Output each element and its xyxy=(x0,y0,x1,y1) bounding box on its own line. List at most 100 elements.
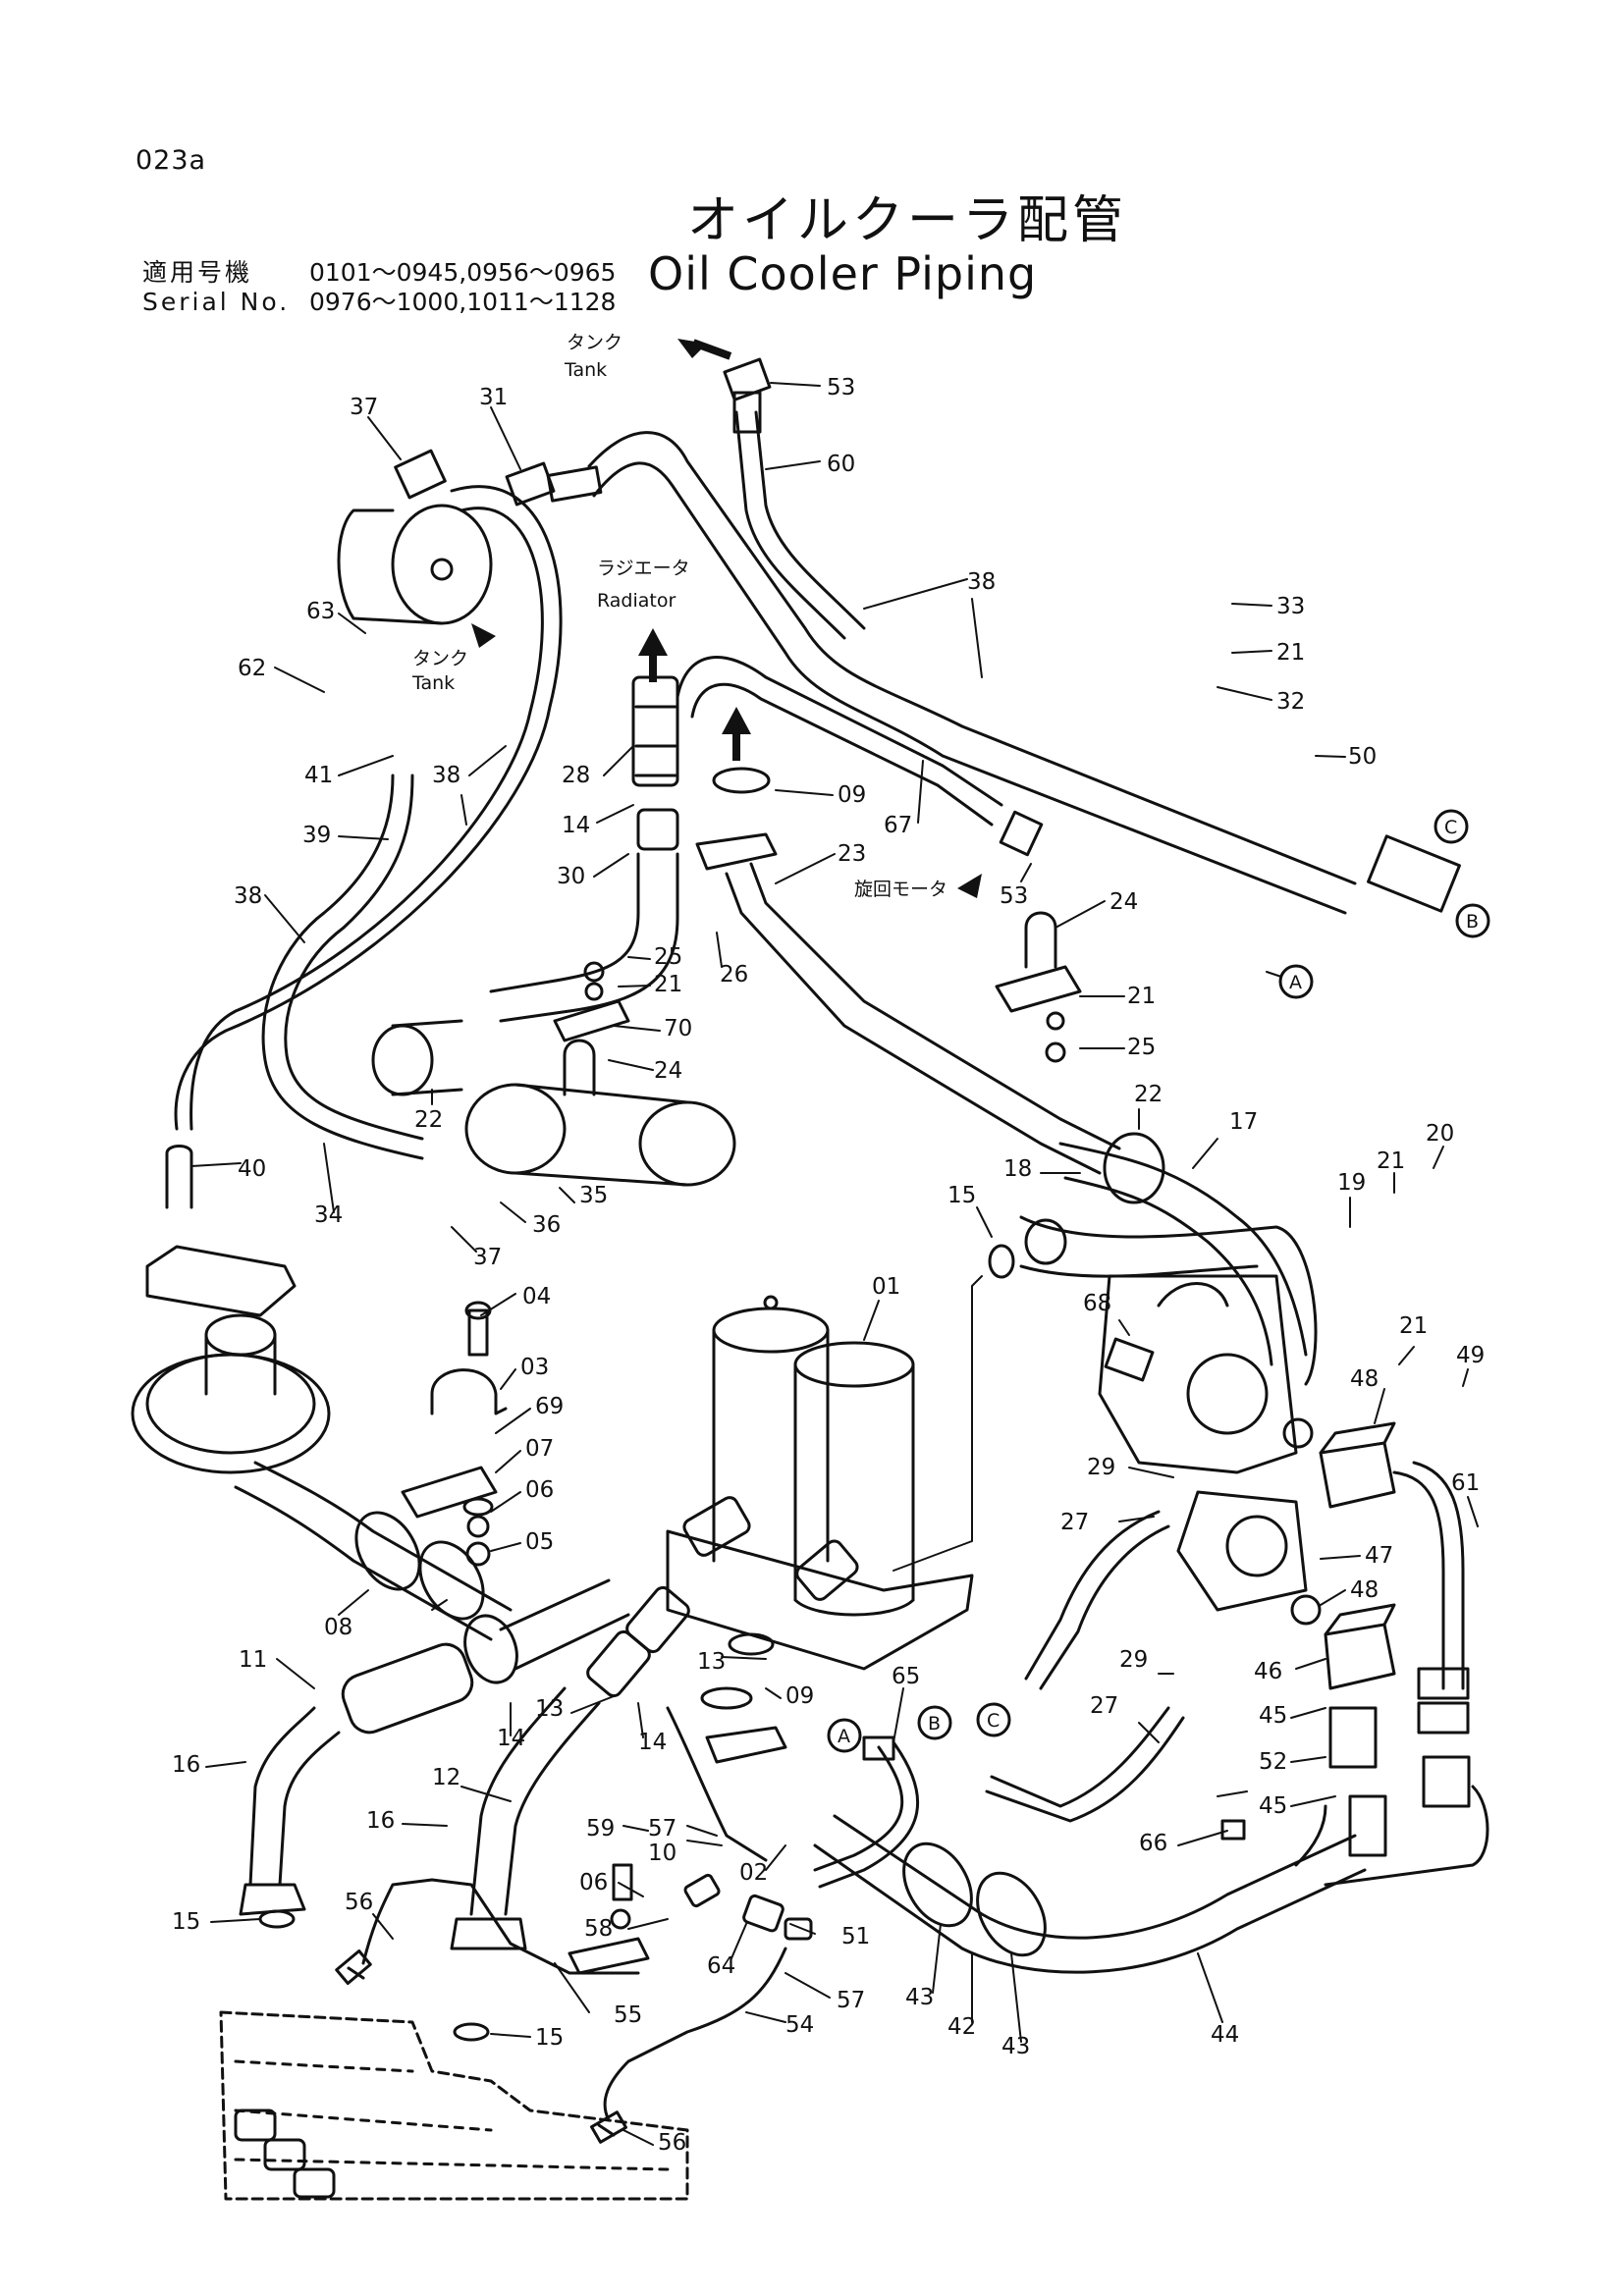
connector-circles xyxy=(827,809,1490,1753)
filter-head-40 xyxy=(131,1145,331,1474)
flow-annotations: タンク Tank タンク Tank ラジエータ Radiator 旋回モータ xyxy=(411,332,947,900)
callout: 36 xyxy=(532,1212,561,1238)
callout: 13 xyxy=(535,1696,564,1722)
callout: 08 xyxy=(324,1615,352,1640)
hose-60 xyxy=(723,357,866,640)
tubes-54-55 xyxy=(335,1863,787,2144)
tank-label-en-top: Tank xyxy=(564,359,607,381)
callout: 16 xyxy=(172,1752,200,1778)
tank-fitting-assembly xyxy=(337,449,603,625)
callout: 11 xyxy=(239,1647,267,1673)
fitting-blocks-46-47 xyxy=(1319,1421,1489,1887)
leader-lines xyxy=(431,794,1282,1797)
connector-letter: B xyxy=(1466,911,1479,933)
serial-label-en: Serial No. xyxy=(142,288,291,316)
callout: 46 xyxy=(1254,1659,1282,1684)
callout: 04 xyxy=(522,1284,551,1309)
callout: 15 xyxy=(947,1183,976,1208)
u-bolt-bracket-right xyxy=(995,911,1082,1063)
callout: 24 xyxy=(654,1058,682,1084)
serial-range-2: 0976～1000,1011～1128 xyxy=(309,288,617,316)
callout: 60 xyxy=(827,452,855,477)
callout: 67 xyxy=(884,813,912,838)
callout: 27 xyxy=(1090,1693,1118,1719)
callout: 37 xyxy=(350,395,378,420)
callout: 06 xyxy=(525,1477,554,1503)
callout: 53 xyxy=(827,375,855,400)
callout: 37 xyxy=(473,1245,502,1270)
u-bolt-bracket-left xyxy=(553,961,630,1096)
callout: 21 xyxy=(1399,1313,1428,1339)
hose-50 xyxy=(587,431,1461,915)
callout: 54 xyxy=(785,2012,814,2038)
connector-letter: A xyxy=(1289,972,1302,993)
callout: 13 xyxy=(697,1649,726,1675)
callout: 15 xyxy=(172,1909,200,1935)
callout: 45 xyxy=(1259,1793,1287,1819)
clamp-03-plate-69 xyxy=(401,1301,508,1567)
callout: 07 xyxy=(525,1436,554,1462)
callout: 24 xyxy=(1109,889,1138,915)
pump-body xyxy=(1098,1274,1308,1612)
callout: 57 xyxy=(837,1988,865,2013)
callout: 38 xyxy=(967,569,996,595)
tank-label-jp-left: タンク xyxy=(412,648,468,669)
callout: 21 xyxy=(1127,984,1156,1009)
callout: 40 xyxy=(238,1156,266,1182)
callout: 21 xyxy=(654,972,682,997)
callout: 34 xyxy=(314,1202,343,1228)
callout: 21 xyxy=(1377,1148,1405,1174)
callout: 10 xyxy=(648,1841,676,1866)
callout: 29 xyxy=(1087,1455,1115,1480)
callout: 50 xyxy=(1348,744,1377,770)
callout: 53 xyxy=(1000,883,1028,909)
callout: 55 xyxy=(614,2002,642,2028)
callout: 39 xyxy=(302,823,331,848)
callout: 21 xyxy=(1276,640,1305,666)
callout: 23 xyxy=(838,841,866,867)
callout: 18 xyxy=(1003,1156,1032,1182)
callout: 49 xyxy=(1456,1343,1485,1368)
fittings-51-57-64 xyxy=(683,1819,1246,1941)
connector-letter: B xyxy=(928,1713,941,1735)
callout: 63 xyxy=(306,599,335,624)
callout: 09 xyxy=(785,1683,814,1709)
o-rings xyxy=(258,1244,1322,2042)
radiator-label-jp: ラジエータ xyxy=(597,558,690,579)
callout: 52 xyxy=(1259,1749,1287,1775)
callout: 62 xyxy=(238,656,266,681)
callout: 56 xyxy=(658,2130,686,2156)
pipe-23 xyxy=(695,767,1121,1175)
control-valve-block xyxy=(219,2010,689,2201)
callout: 69 xyxy=(535,1394,564,1419)
tank-label-jp-top: タンク xyxy=(567,332,622,353)
callout: 22 xyxy=(1134,1082,1163,1107)
callout: 02 xyxy=(739,1860,768,1886)
pipes-11-12-13 xyxy=(239,1578,787,1950)
callout: 06 xyxy=(579,1870,608,1896)
hose-67 xyxy=(676,656,1044,857)
hoses-27 xyxy=(985,1510,1185,1823)
connector-letter: C xyxy=(1444,817,1457,838)
callout: 17 xyxy=(1229,1109,1258,1135)
callout: 09 xyxy=(838,782,866,808)
callout: 58 xyxy=(584,1916,613,1942)
callout: 05 xyxy=(525,1529,554,1555)
callout: 51 xyxy=(841,1924,870,1949)
callout: 33 xyxy=(1276,594,1305,619)
callout-leaders xyxy=(190,382,1479,2146)
oil-cooler-01 xyxy=(666,1295,974,1671)
pipe-08 xyxy=(234,1461,513,1641)
callout: 47 xyxy=(1365,1543,1393,1569)
callout: 59 xyxy=(586,1816,615,1842)
connector-letters: C B A A B C xyxy=(838,817,1479,1747)
callout: 29 xyxy=(1119,1647,1148,1673)
callout: 35 xyxy=(579,1183,608,1208)
callout: 45 xyxy=(1259,1703,1287,1729)
swing-motor-label-jp: 旋回モータ xyxy=(854,879,947,900)
callout: 27 xyxy=(1060,1510,1089,1535)
hose-44 xyxy=(813,1804,1367,1974)
callout: 57 xyxy=(648,1816,676,1842)
